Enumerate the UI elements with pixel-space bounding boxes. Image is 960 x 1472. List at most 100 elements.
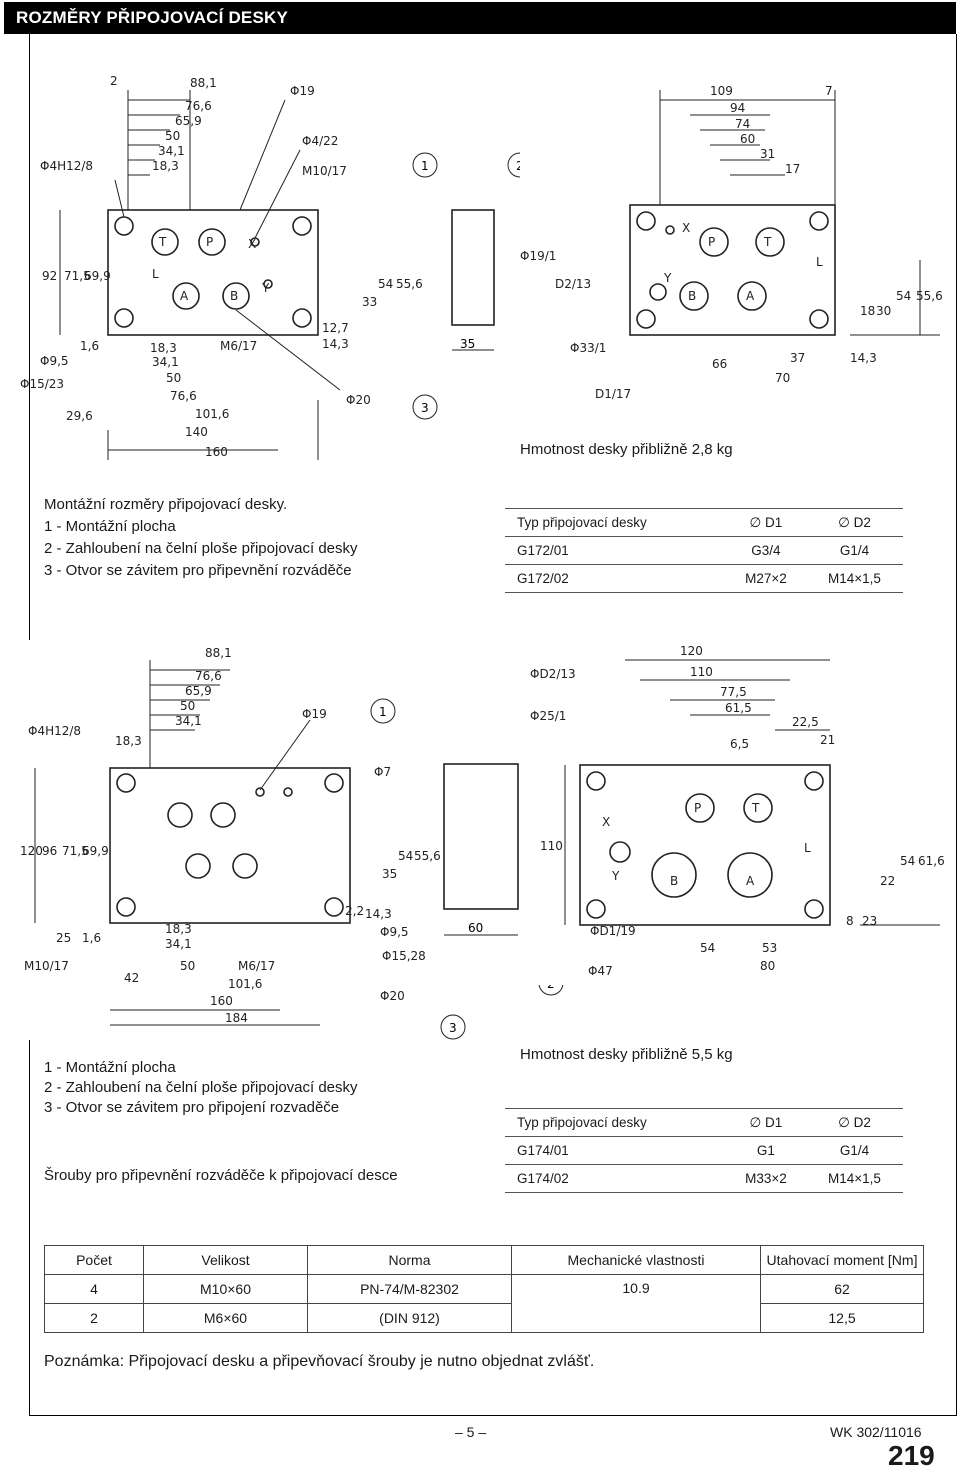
drawing-1-left-view: 2 88,1 76,6 65,9 50 34,1 18,3 Φ4H12/8 Φ1… [20, 70, 440, 465]
dim-label: Φ19 [302, 707, 327, 721]
page-title: ROZMĚRY PŘIPOJOVACÍ DESKY [16, 8, 289, 27]
dim-label: 61,5 [725, 701, 752, 715]
dim-label: 109 [710, 84, 733, 98]
port-label: P [694, 801, 701, 815]
dim-label: Φ4H12/8 [28, 724, 81, 738]
port-label: T [751, 801, 760, 815]
dim-label: 17 [785, 162, 800, 176]
table-cell: (DIN 912) [307, 1303, 512, 1333]
port-label: B [688, 289, 696, 303]
weight-note-2: Hmotnost desky přibližně 5,5 kg [520, 1046, 733, 1063]
dim-label: 54 [900, 854, 915, 868]
dim-label: 69,9 [82, 844, 109, 858]
table-cell: Mechanické vlastnosti [511, 1245, 761, 1275]
table-cell: M14×1,5 [805, 1164, 903, 1193]
dim-label: 120 [680, 644, 703, 658]
dim-label: Φ15,28 [382, 949, 426, 963]
plate-spec-table-2: Typ připojovací desky ∅ D1 ∅ D2 G174/01 … [505, 1108, 903, 1193]
dim-label: 22 [880, 874, 895, 888]
legend-1-item: 1 - Montážní plocha [44, 518, 176, 535]
port-label: T [158, 235, 167, 249]
legend-2-item: 1 - Montážní plocha [44, 1059, 176, 1076]
dim-label: M6/17 [238, 959, 275, 973]
callout-circle: 1 [368, 696, 398, 726]
dim-label: ΦD1/19 [590, 924, 636, 938]
svg-text:2: 2 [516, 159, 524, 173]
dim-label: 96 [42, 844, 57, 858]
dim-label: 71,5 [62, 844, 89, 858]
callout-circle: 1 [410, 150, 440, 180]
dim-label: 1,6 [80, 339, 99, 353]
port-label: X [248, 237, 256, 251]
table-cell: ∅ D2 [805, 1108, 903, 1137]
table-cell: Utahovací moment [Nm] [760, 1245, 924, 1275]
table-cell: 2 [44, 1303, 144, 1333]
dim-label: 110 [540, 839, 563, 853]
dim-label: Φ7 [374, 765, 391, 779]
port-label: T [763, 235, 772, 249]
dim-label: 1,6 [82, 931, 101, 945]
plate-spec-table-1: Typ připojovací desky ∅ D1 ∅ D2 G172/01 … [505, 508, 903, 593]
legend-2-item: 3 - Otvor se závitem pro připojení rozva… [44, 1099, 340, 1116]
table-row: 2 M6×60 (DIN 912) 12,5 [44, 1303, 924, 1333]
dim-label: Φ19 [290, 84, 315, 98]
dim-label: 30 [876, 304, 891, 318]
legend-1-item: 3 - Otvor se závitem pro připevnění rozv… [44, 562, 352, 579]
dim-label: 8 [846, 914, 854, 928]
dim-label: Φ20 [346, 393, 371, 407]
drawing-1-right-view: 109 94 74 60 31 17 7 Φ19/1 D2/13 Φ33/1 D… [520, 70, 943, 415]
port-label: Y [611, 869, 620, 883]
callout-circle: 3 [410, 392, 440, 422]
dim-label: Φ15/23 [20, 377, 64, 391]
table-cell: G172/02 [505, 564, 726, 593]
dim-label: 65,9 [175, 114, 202, 128]
dim-label: 66 [712, 357, 727, 371]
dim-label: 160 [205, 445, 228, 459]
table-cell: G174/01 [505, 1136, 726, 1165]
port-label: Y [663, 271, 672, 285]
table-cell: M14×1,5 [805, 564, 903, 593]
table-cell: Typ připojovací desky [505, 1108, 726, 1137]
table-row: G172/02 M27×2 M14×1,5 [505, 564, 903, 593]
dim-label: Φ33/1 [570, 341, 606, 355]
drawing-2-side-view: 60 [440, 750, 530, 950]
table-cell: ∅ D2 [805, 508, 903, 537]
dim-label: 29,6 [66, 409, 93, 423]
port-label: Y [261, 281, 270, 295]
dim-label: 76,6 [185, 99, 212, 113]
bolts-table: Počet Velikost Norma Mechanické vlastnos… [44, 1245, 924, 1333]
dim-label: 33 [362, 295, 377, 309]
dim-label: Φ19/1 [520, 249, 556, 263]
table-cell: ∅ D1 [725, 1108, 806, 1137]
table-cell: 10.9 [511, 1274, 761, 1333]
table-cell: G1 [725, 1136, 806, 1165]
dim-label: Φ25/1 [530, 709, 566, 723]
dim-label: Φ4H12/8 [40, 159, 93, 173]
dim-label: 18,3 [152, 159, 179, 173]
dim-label: 54 [896, 289, 911, 303]
table-cell: 62 [760, 1274, 924, 1304]
svg-text:1: 1 [421, 159, 429, 173]
table-cell: G1/4 [805, 1136, 903, 1165]
dim-label: 120 [20, 844, 43, 858]
dim-label: 55,6 [414, 849, 441, 863]
port-label: P [206, 235, 213, 249]
dim-label: 31 [760, 147, 775, 161]
table-row: G172/01 G3/4 G1/4 [505, 536, 903, 565]
dim-label: 55,6 [916, 289, 943, 303]
port-label: B [670, 874, 678, 888]
dim-label: 101,6 [195, 407, 229, 421]
dim-label: 65,9 [185, 684, 212, 698]
port-label: B [230, 289, 238, 303]
port-label: X [682, 221, 690, 235]
dim-label: 74 [735, 117, 750, 131]
dim-label: Φ4/22 [302, 134, 338, 148]
weight-note-1: Hmotnost desky přibližně 2,8 kg [520, 441, 733, 458]
dim-label: 60 [740, 132, 755, 146]
bolts-caption: Šrouby pro připevnění rozváděče k připoj… [44, 1167, 398, 1184]
table-cell: Norma [307, 1245, 512, 1275]
table-row: G174/02 M33×2 M14×1,5 [505, 1164, 903, 1193]
table-cell: M6×60 [143, 1303, 308, 1333]
port-label: A [746, 289, 755, 303]
dim-label: 110 [690, 665, 713, 679]
